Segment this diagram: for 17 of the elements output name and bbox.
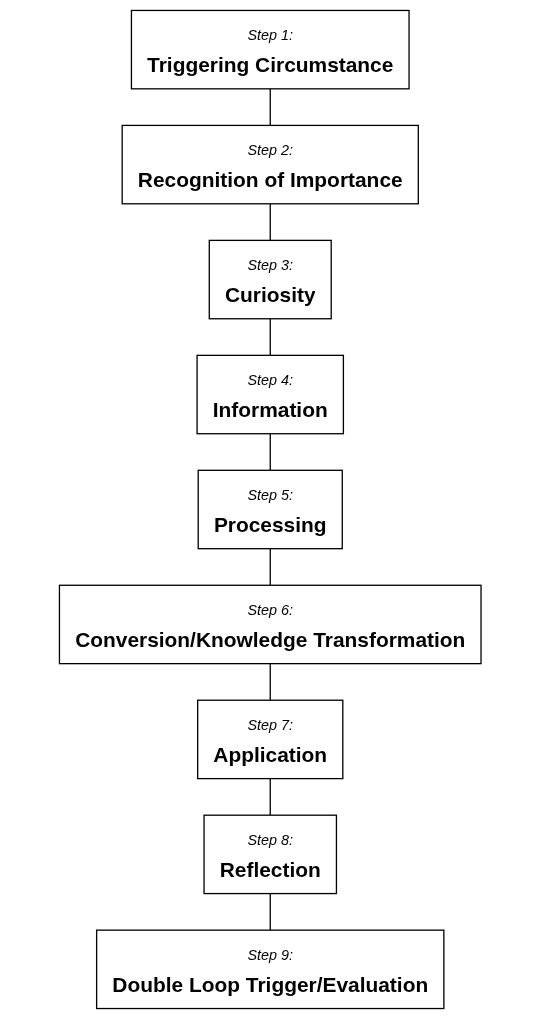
node-box: Step 7: Application [197,699,344,780]
node-box: Step 6: Conversion/Knowledge Transformation [59,584,482,665]
node-box: Step 2: Recognition of Importance [121,124,420,205]
connector [269,88,272,127]
connector [269,892,272,931]
node-box: Step 4: Information [196,354,345,435]
connector [269,777,272,816]
connector [269,663,272,701]
connector [269,433,272,471]
connector [269,318,272,356]
node-box: Step 5: Processing [197,469,344,550]
node-box: Step 9: Double Loop Trigger/Evaluation [96,929,445,1010]
connector [269,203,272,242]
connector [269,548,272,586]
node-box: Step 3: Curiosity [208,239,333,320]
node-box: Step 1: Triggering Circumstance [131,9,410,90]
node-box: Step 8: Reflection [203,814,338,895]
